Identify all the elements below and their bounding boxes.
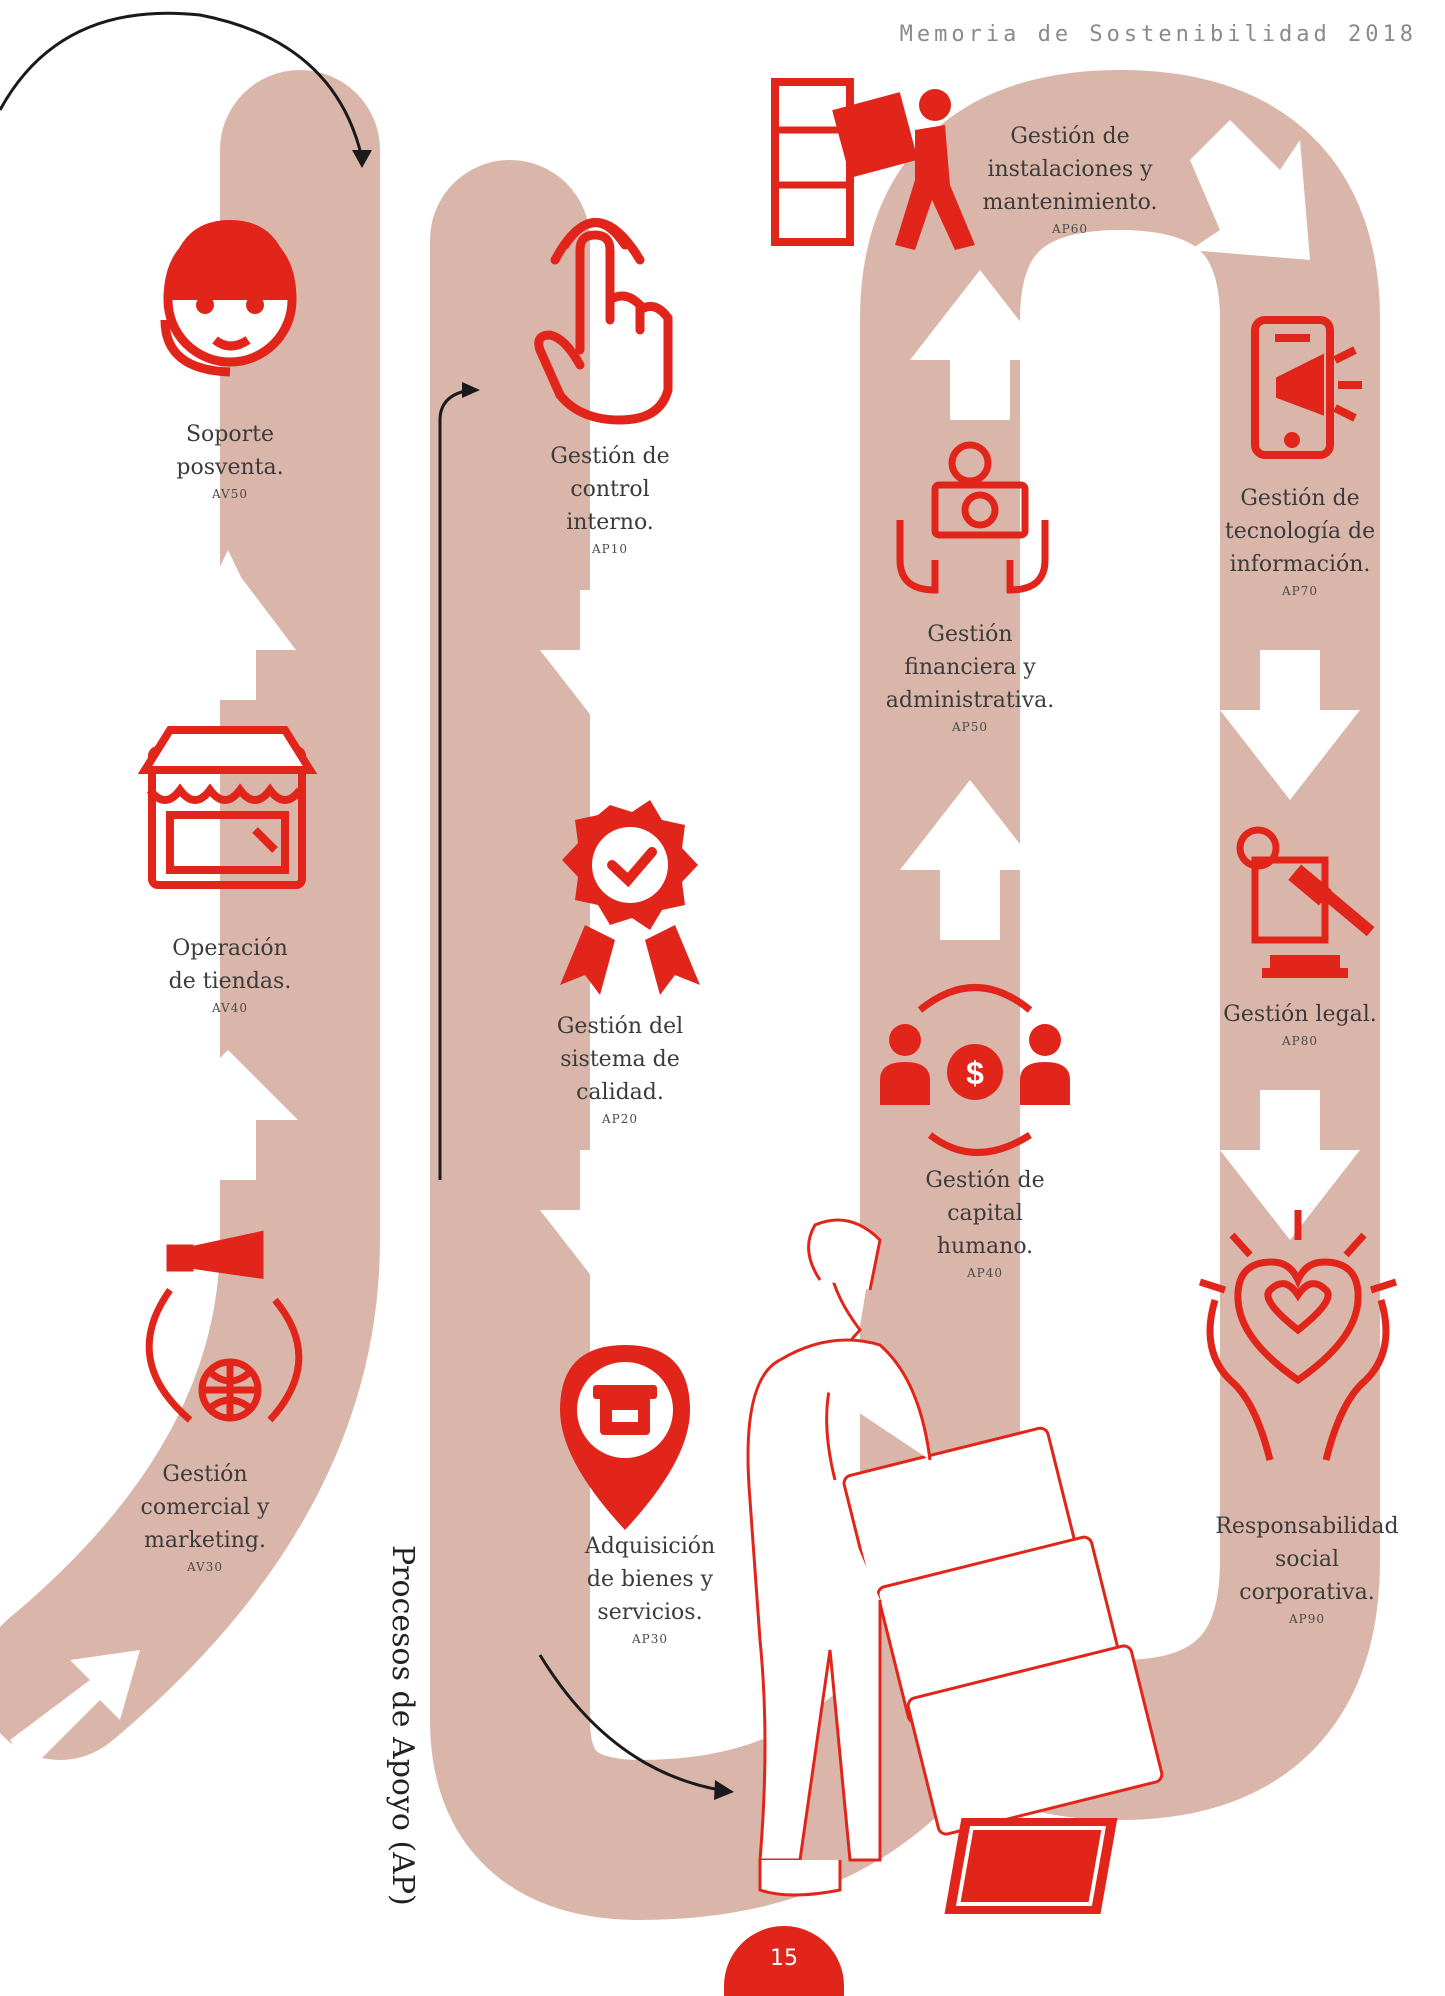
legal-gavel-icon — [1236, 826, 1375, 978]
arrow-down-icon — [540, 1150, 680, 1300]
arrowhead-icon — [462, 382, 480, 398]
node-responsabilidad-social: Responsabilidad social corporativa. AP90 — [1192, 1510, 1422, 1629]
node-financiera-administrativa: Gestión financiera y administrativa. AP5… — [860, 618, 1080, 737]
node-title: Gestión legal. — [1223, 1002, 1377, 1027]
logo-text: Tía — [1313, 1835, 1403, 1904]
heart-hands-icon — [1198, 1210, 1398, 1461]
storefront-icon — [137, 726, 318, 889]
megaphone-globe-icon — [145, 1230, 303, 1423]
tia-logo — [944, 1818, 1118, 1914]
path-segment-av — [0, 70, 380, 1760]
node-title: Gestión financiera y administrativa. — [885, 622, 1055, 713]
node-code: AP30 — [631, 1632, 668, 1646]
path-gap — [1080, 330, 1160, 1660]
arrow-down-icon — [540, 590, 680, 740]
node-code: AP20 — [601, 1112, 638, 1126]
node-code: AP50 — [951, 720, 988, 734]
arrow-up-icon — [900, 780, 1040, 940]
arrow-down-right-icon — [1190, 120, 1310, 260]
arrow-up-right-icon — [10, 1650, 140, 1770]
node-gestion-comercial: Gestión comercial y marketing. AV30 — [105, 1458, 305, 1577]
support-processes-label: Procesos de Apoyo (AP) — [385, 1545, 420, 1906]
node-soporte-posventa: Soporte posventa. AV50 — [150, 418, 310, 504]
svg-text:$: $ — [966, 1055, 984, 1091]
money-hands-icon — [896, 441, 1049, 594]
node-code: AP60 — [1051, 222, 1088, 236]
node-code: AV30 — [186, 1560, 223, 1574]
node-code: AP40 — [966, 1266, 1003, 1280]
flow-arrows — [10, 120, 1360, 1770]
node-adquisicion-bienes: Adquisición de bienes y servicios. AP30 — [550, 1530, 750, 1649]
headset-agent-icon — [160, 220, 297, 377]
node-code: AP10 — [591, 542, 628, 556]
node-title: Gestión del sistema de calidad. — [556, 1014, 684, 1105]
node-code: AV50 — [211, 487, 248, 501]
connector-bottom-curve — [538, 1654, 721, 1792]
node-title: Gestión de control interno. — [550, 444, 670, 535]
arrowhead-icon — [714, 1780, 734, 1800]
tia-logo-text: Tía — [1313, 1835, 1403, 1904]
pointing-hand-icon — [534, 218, 673, 425]
node-title: Gestión de tecnología de información. — [1224, 486, 1376, 577]
path-segment-ap-left — [430, 160, 960, 1921]
node-code: AP90 — [1288, 1612, 1325, 1626]
node-operacion-tiendas: Operación de tiendas. AV40 — [140, 932, 320, 1018]
node-title: Soporte posventa. — [176, 422, 284, 480]
node-gestion-legal: Gestión legal. AP80 — [1195, 998, 1405, 1051]
node-title: Adquisición de bienes y servicios. — [584, 1534, 716, 1625]
node-tecnologia-informacion: Gestión de tecnología de información. AP… — [1195, 482, 1405, 601]
arrowhead-icon — [352, 150, 372, 168]
node-control-interno: Gestión de control interno. AP10 — [510, 440, 710, 559]
phone-megaphone-icon — [1251, 316, 1362, 459]
arrow-down-icon — [1220, 650, 1360, 800]
node-code: AP80 — [1281, 1034, 1318, 1048]
connector-top-arc — [0, 11, 362, 151]
arrow-up-icon — [910, 270, 1050, 420]
arrow-down-icon — [1220, 1090, 1360, 1240]
shop-pin-icon — [560, 1345, 690, 1530]
node-capital-humano: Gestión de capital humano. AP40 — [885, 1164, 1085, 1283]
node-code: AV40 — [211, 1001, 248, 1015]
worker-carrying-box-icon — [771, 78, 975, 250]
node-title: Operación de tiendas. — [168, 936, 292, 994]
node-instalaciones-mantenimiento: Gestión de instalaciones y mantenimiento… — [950, 120, 1190, 239]
node-code: AP70 — [1281, 584, 1318, 598]
node-title: Gestión de instalaciones y mantenimiento… — [982, 124, 1158, 215]
quality-badge-icon — [560, 800, 700, 995]
node-title: Gestión de capital humano. — [925, 1168, 1045, 1259]
node-title: Responsabilidad social corporativa. — [1215, 1514, 1399, 1605]
people-exchange-icon: $ — [880, 984, 1070, 1156]
arrow-up-icon — [160, 560, 296, 700]
delivery-worker-illustration — [746, 1218, 1164, 1897]
node-sistema-calidad: Gestión del sistema de calidad. AP20 — [520, 1010, 720, 1129]
arrow-up-icon — [158, 1050, 298, 1180]
node-title: Gestión comercial y marketing. — [140, 1462, 270, 1553]
connector-arrows — [0, 11, 734, 1800]
report-header: Memoria de Sostenibilidad 2018 — [899, 22, 1417, 47]
